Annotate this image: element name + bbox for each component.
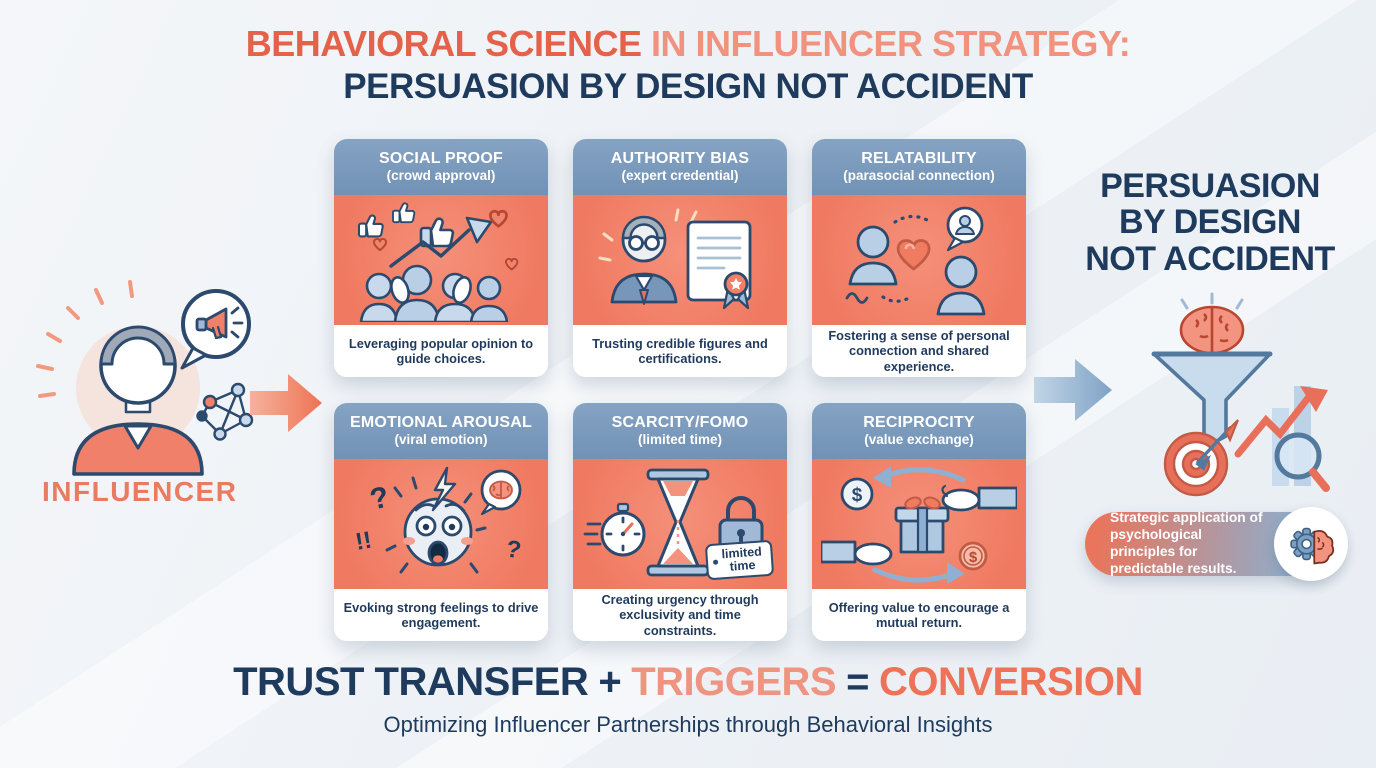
dollar-glyph: $	[969, 549, 978, 566]
brain-icon	[1179, 305, 1245, 355]
card-header: RELATABILITY (parasocial connection)	[812, 139, 1026, 195]
magnifier-icon	[1274, 432, 1322, 480]
card-description: Creating urgency through exclusivity and…	[573, 589, 787, 641]
exclamation-glyph: !!	[353, 527, 373, 556]
authority-bias-icon	[598, 208, 752, 310]
reciprocity-icon: $ $	[821, 466, 1017, 584]
equation-trust-transfer: TRUST TRANSFER	[233, 660, 589, 704]
lightning-icon	[431, 466, 457, 512]
title-line-1: BEHAVIORAL SCIENCE IN INFLUENCER STRATEG…	[0, 24, 1376, 64]
trust-equation: TRUST TRANSFER+TRIGGERS=CONVERSION	[0, 660, 1376, 705]
card-header: RECIPROCITY (value exchange)	[812, 403, 1026, 459]
card-subtitle: (expert credential)	[621, 168, 739, 184]
title-rest: IN INFLUENCER STRATEGY:	[641, 23, 1131, 64]
dart-icon	[1195, 419, 1239, 471]
growth-arrow-icon	[1234, 394, 1312, 458]
right-panel-heading: PERSUASION BY DESIGN NOT ACCIDENT	[1060, 167, 1360, 278]
funnel-icon	[1151, 351, 1273, 450]
card-social-proof: SOCIAL PROOF (crowd approval)	[334, 139, 548, 377]
card-reciprocity: RECIPROCITY (value exchange)	[812, 403, 1026, 641]
scarcity-fomo-icon	[583, 468, 764, 577]
main-title: BEHAVIORAL SCIENCE IN INFLUENCER STRATEG…	[0, 24, 1376, 107]
influencer-label: INFLUENCER	[42, 476, 238, 507]
dollar-glyph: $	[852, 485, 863, 506]
card-description: Fostering a sense of personal connection…	[812, 325, 1026, 377]
card-title: AUTHORITY BIAS	[610, 150, 750, 168]
card-title: SOCIAL PROOF	[379, 150, 503, 168]
card-title: RECIPROCITY	[863, 414, 975, 432]
right-heading-line-3: NOT ACCIDENT	[1085, 239, 1335, 278]
card-header: SOCIAL PROOF (crowd approval)	[334, 139, 548, 195]
principle-cards-grid: SOCIAL PROOF (crowd approval)	[334, 139, 1026, 641]
card-emotional-arousal: EMOTIONAL AROUSAL (viral emotion)	[334, 403, 548, 641]
equation-triggers: TRIGGERS	[631, 660, 837, 704]
card-body: $ $	[812, 459, 1026, 589]
card-header: AUTHORITY BIAS (expert credential)	[573, 139, 787, 195]
card-title: EMOTIONAL AROUSAL	[349, 414, 533, 432]
network-graph-icon	[196, 382, 254, 441]
title-accent: BEHAVIORAL SCIENCE	[245, 23, 642, 64]
card-body	[334, 195, 548, 325]
limited-time-tag: limited time	[704, 539, 775, 581]
card-subtitle: (value exchange)	[864, 432, 974, 448]
emotional-arousal-icon: ? ? !!	[353, 466, 523, 574]
card-header: EMOTIONAL AROUSAL (viral emotion)	[334, 403, 548, 459]
footer-subtitle: Optimizing Influencer Partnerships throu…	[383, 712, 993, 737]
card-subtitle: (viral emotion)	[394, 432, 488, 448]
equation-equals: =	[846, 660, 869, 704]
hearts-icon	[373, 209, 519, 271]
gear-brain-icon	[1274, 507, 1348, 581]
card-description: Evoking strong feelings to drive engagem…	[334, 589, 548, 641]
right-heading-line-1: PERSUASION	[1100, 167, 1320, 205]
card-body: limited time	[573, 459, 787, 589]
blue-right-arrow-icon	[1034, 356, 1114, 429]
card-description: Trusting credible figures and certificat…	[573, 325, 787, 377]
card-title: SCARCITY/FOMO	[611, 414, 749, 432]
card-description: Leveraging popular opinion to guide choi…	[334, 325, 548, 377]
social-proof-icon	[357, 202, 519, 322]
question-mark-glyph: ?	[367, 480, 393, 516]
card-subtitle: (parasocial connection)	[843, 168, 995, 184]
relatability-icon	[845, 206, 986, 316]
coral-right-arrow-icon	[250, 372, 324, 439]
card-header: SCARCITY/FOMO (limited time)	[573, 403, 787, 459]
brain-funnel-target-growth-icon	[1126, 292, 1331, 502]
card-relatability: RELATABILITY (parasocial connection)	[812, 139, 1026, 377]
equation-conversion: CONVERSION	[878, 660, 1143, 704]
card-subtitle: (crowd approval)	[386, 168, 496, 184]
card-authority-bias: AUTHORITY BIAS (expert credential)	[573, 139, 787, 377]
card-body	[573, 195, 787, 325]
megaphone-icon	[195, 306, 244, 340]
card-scarcity-fomo: SCARCITY/FOMO (limited time)	[573, 403, 787, 641]
card-title: RELATABILITY	[861, 150, 977, 168]
card-subtitle: (limited time)	[637, 432, 722, 448]
influencer-figure	[30, 276, 265, 476]
callout-text: Strategic application of psychological p…	[1110, 510, 1263, 576]
card-body	[812, 195, 1026, 325]
strategy-callout: Strategic application of psychological p…	[1085, 507, 1348, 581]
influencer-megaphone-network-icon	[36, 280, 254, 476]
title-line-2: PERSUASION BY DESIGN NOT ACCIDENT	[343, 66, 1033, 106]
right-heading-line-2: BY DESIGN	[1119, 203, 1301, 242]
card-description: Offering value to encourage a mutual ret…	[812, 589, 1026, 641]
equation-plus: +	[598, 660, 622, 704]
card-body: ? ? !!	[334, 459, 548, 589]
question-mark-glyph: ?	[504, 535, 523, 564]
